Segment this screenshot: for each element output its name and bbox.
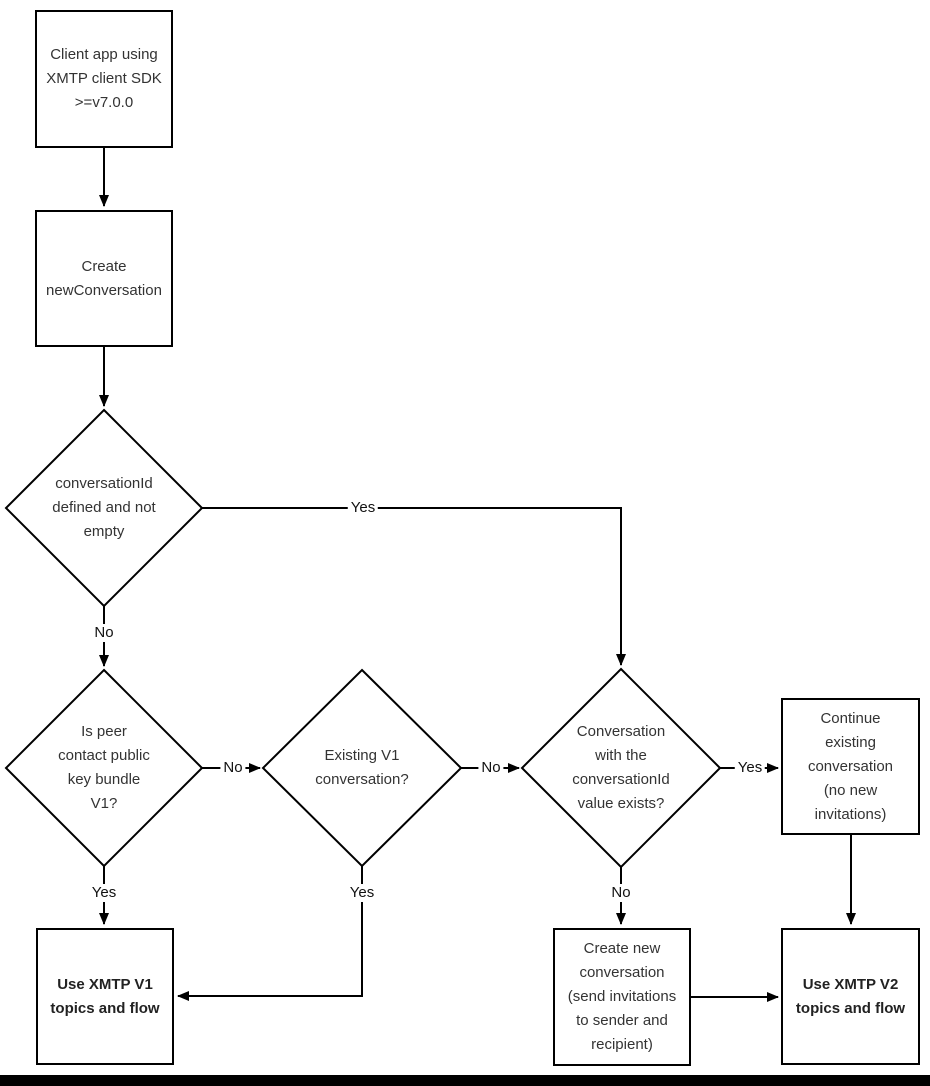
decision-is-peer-v1 — [4, 668, 204, 868]
node-create-new-conversation-label: Create newConversation — [46, 257, 162, 299]
node-client-app: Client app using XMTP client SDK >=v7.0.… — [35, 10, 173, 148]
node-use-xmtp-v2: Use XMTP V2 topics and flow — [781, 928, 920, 1065]
node-continue-existing-label: Continue existing conversation (no new i… — [807, 709, 894, 823]
node-create-new-label: Create new conversation (send invitation… — [567, 940, 677, 1053]
node-create-new-conversation: Create newConversation — [35, 210, 173, 347]
edge-label-exists-yes: Yes — [734, 759, 766, 777]
node-continue-existing: Continue existing conversation (no new i… — [781, 698, 920, 835]
node-use-xmtp-v2-label: Use XMTP V2 topics and flow — [795, 975, 906, 1017]
edge-label-exists-no: No — [608, 884, 634, 902]
edge-label-peer-yes: Yes — [88, 884, 120, 902]
node-use-xmtp-v1-label: Use XMTP V1 topics and flow — [50, 975, 160, 1017]
decision-conversation-exists — [520, 667, 722, 869]
node-use-xmtp-v1: Use XMTP V1 topics and flow — [36, 928, 174, 1065]
edge-label-existing-yes: Yes — [346, 884, 378, 902]
edge-convid-yes-to-exists — [202, 507, 626, 666]
edge-label-convid-no: No — [91, 624, 117, 642]
decision-conversation-id-defined — [4, 408, 204, 608]
node-client-app-label: Client app using XMTP client SDK >=v7.0.… — [46, 46, 162, 111]
edge-label-peer-no: No — [220, 759, 246, 777]
edge-existing-yes-to-usev1 — [177, 866, 363, 1001]
bottom-bar — [0, 1075, 930, 1086]
edge-label-existing-no: No — [478, 759, 504, 777]
edge-label-convid-yes: Yes — [347, 499, 379, 517]
decision-existing-v1 — [261, 668, 463, 868]
node-create-new: Create new conversation (send invitation… — [553, 928, 691, 1066]
